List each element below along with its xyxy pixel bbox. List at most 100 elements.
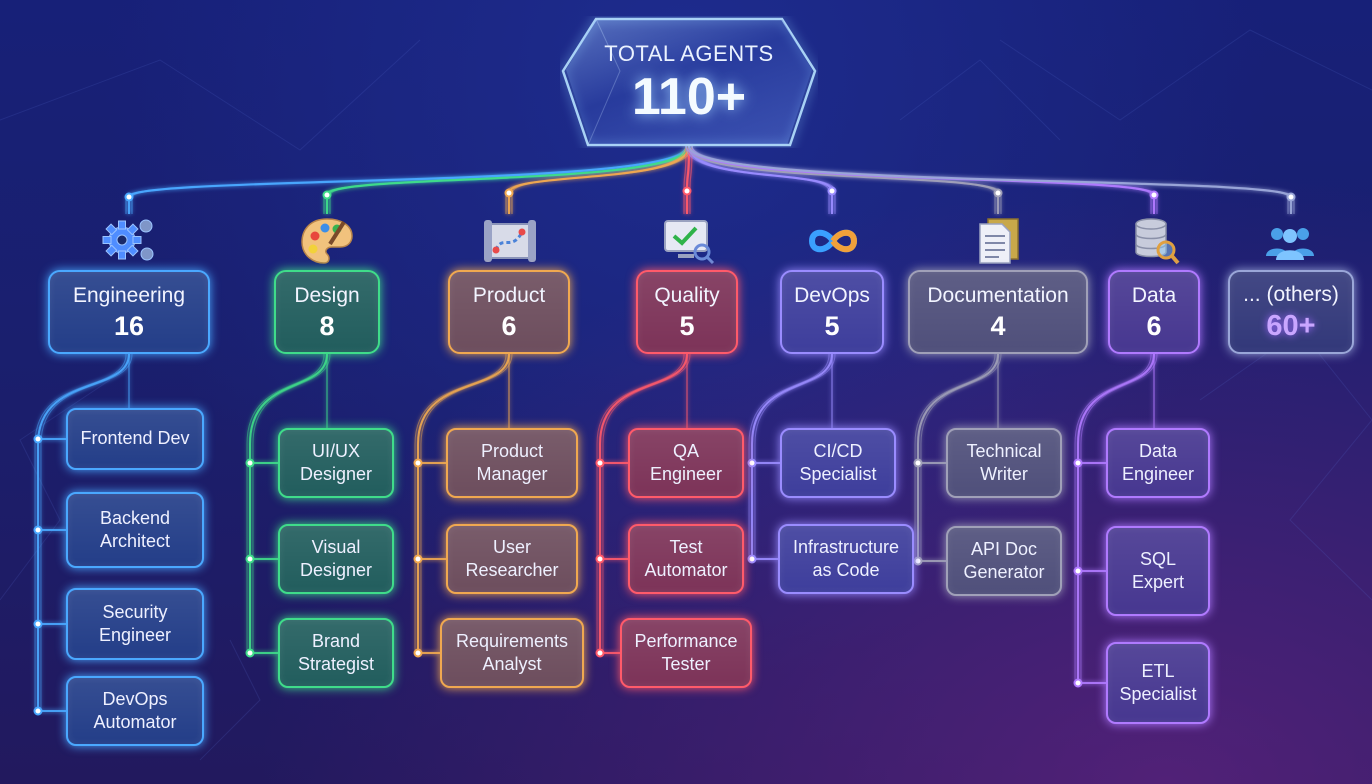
category-count: 6 (501, 311, 517, 342)
category-node-documentation[interactable]: Documentation 4 (908, 270, 1088, 354)
category-trunk (596, 353, 685, 653)
agent-label: Engineer (98, 625, 172, 645)
connector-node (595, 648, 605, 658)
category-trunk (40, 353, 133, 711)
category-trunk (1077, 353, 1155, 683)
connector-node (413, 458, 423, 468)
agent-label: Security (102, 601, 168, 622)
agent-node[interactable]: ETL Specialist (1106, 642, 1210, 724)
connector-node (33, 525, 43, 535)
agent-label: Expert (1131, 572, 1185, 592)
agent-label: Manager (476, 464, 548, 484)
category-trunk (920, 353, 1002, 561)
root-connector (329, 145, 693, 214)
connector-node (322, 190, 332, 200)
connector-node (747, 554, 757, 564)
document-icon (979, 218, 1019, 264)
total-agents-value: 110+ (631, 68, 747, 126)
database-search-icon (1135, 218, 1180, 265)
category-trunk (420, 353, 513, 653)
category-trunk (754, 353, 836, 559)
agent-node[interactable]: Frontend Dev (66, 408, 204, 470)
connector-node (1073, 566, 1083, 576)
agent-label: Performance (634, 630, 738, 651)
category-trunk (599, 353, 688, 653)
root-connector (507, 145, 691, 214)
connector-node (504, 188, 514, 198)
category-trunk (252, 353, 331, 653)
category-count: 4 (990, 311, 1006, 342)
agent-node[interactable]: QA Engineer (628, 428, 744, 498)
root-connector (505, 145, 687, 214)
agent-label: Frontend Dev (80, 428, 190, 449)
connector-node (245, 554, 255, 564)
connector-node (413, 554, 423, 564)
category-trunk (914, 353, 996, 561)
agent-label: Specialist (1119, 684, 1197, 704)
connector-node (124, 192, 134, 202)
connector-node (595, 554, 605, 564)
connector-node (1149, 190, 1159, 200)
connector-node (1073, 678, 1083, 688)
agent-label: Test (669, 536, 703, 557)
agent-label: ETL (1141, 660, 1175, 681)
category-name: Data (1131, 283, 1177, 307)
agent-label: Tester (661, 654, 711, 674)
users-icon (1266, 228, 1314, 260)
agent-label: Specialist (799, 464, 877, 484)
category-trunk (1074, 353, 1152, 683)
category-name: Documentation (927, 283, 1069, 307)
connector-node (245, 648, 255, 658)
gears-icon (102, 219, 154, 261)
connector-node (1073, 458, 1083, 468)
agent-label: QA (672, 440, 699, 461)
agent-label: Analyst (482, 654, 542, 674)
connector-node (682, 186, 692, 196)
root-connector (127, 145, 691, 214)
agent-label: Engineer (649, 464, 723, 484)
connector-node (747, 458, 757, 468)
root-connector (691, 145, 1295, 214)
agent-label: as Code (812, 560, 880, 580)
roadmap-icon (484, 220, 536, 262)
agent-label: Strategist (297, 654, 375, 674)
root-outline (560, 16, 818, 148)
category-node-others[interactable]: ... (others)60+ (1228, 270, 1354, 354)
agent-label: Technical (966, 440, 1042, 461)
agent-label: API Doc (970, 538, 1038, 559)
root-connector (691, 145, 836, 214)
agent-label: Visual (311, 536, 361, 557)
root-connector (687, 145, 1293, 214)
root-connector (685, 145, 996, 214)
connector-node (1286, 192, 1296, 202)
category-trunk (748, 353, 830, 559)
category-name: Design (294, 283, 360, 307)
category-count: 16 (113, 311, 145, 342)
connector-node (33, 619, 43, 629)
category-name: Engineering (72, 283, 186, 307)
category-node-engineering[interactable]: Engineering 16 (48, 270, 210, 354)
total-agents-node: TOTAL AGENTS 110+ (566, 20, 812, 144)
